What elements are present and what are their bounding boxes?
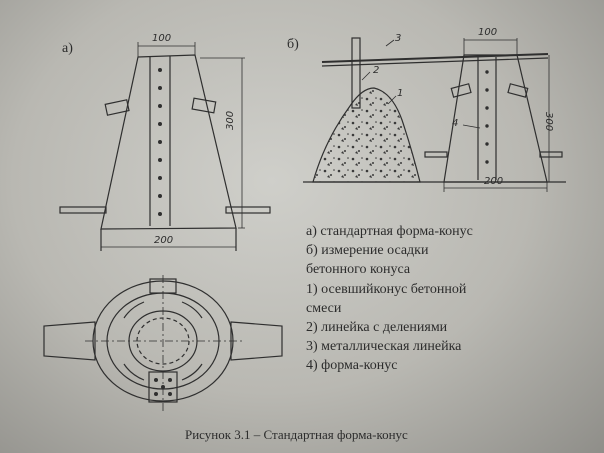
- legend-line: б) измерение осадки: [306, 243, 429, 259]
- legend-line: 4) форма-конус: [306, 358, 398, 374]
- callout-1: 1: [397, 88, 404, 99]
- dim-b-height: 300: [543, 112, 554, 132]
- callout-2: 2: [373, 65, 380, 76]
- callout-4: 4: [452, 118, 459, 129]
- legend-line: бетонного конуса: [306, 262, 411, 278]
- label-part-a: а): [62, 41, 73, 56]
- dim-a-height: 300: [225, 110, 236, 130]
- slump-test-view: [303, 37, 566, 192]
- dim-b-bottom: 200: [484, 176, 504, 187]
- dim-b-top: 100: [478, 27, 498, 38]
- label-part-b: б): [287, 37, 299, 52]
- callout-3: 3: [395, 33, 402, 44]
- figure-legend: а) стандартная форма-конус б) измерение …: [306, 222, 586, 376]
- cone-plan-view: [43, 275, 283, 412]
- figure-caption: Рисунок 3.1 – Стандартная форма-конус: [185, 427, 408, 442]
- legend-line: 2) линейка с делениями: [306, 320, 448, 336]
- legend-line: смеси: [306, 300, 342, 316]
- legend-line: 3) металлическая линейка: [306, 339, 462, 355]
- legend-line: а) стандартная форма-конус: [306, 224, 473, 239]
- cone-front-view: [59, 42, 271, 251]
- dim-a-bottom: 200: [154, 235, 174, 246]
- legend-line: 1) осевшийконус бетонной: [306, 281, 467, 297]
- slumped-concrete: [312, 87, 421, 183]
- dim-a-top: 100: [152, 33, 172, 44]
